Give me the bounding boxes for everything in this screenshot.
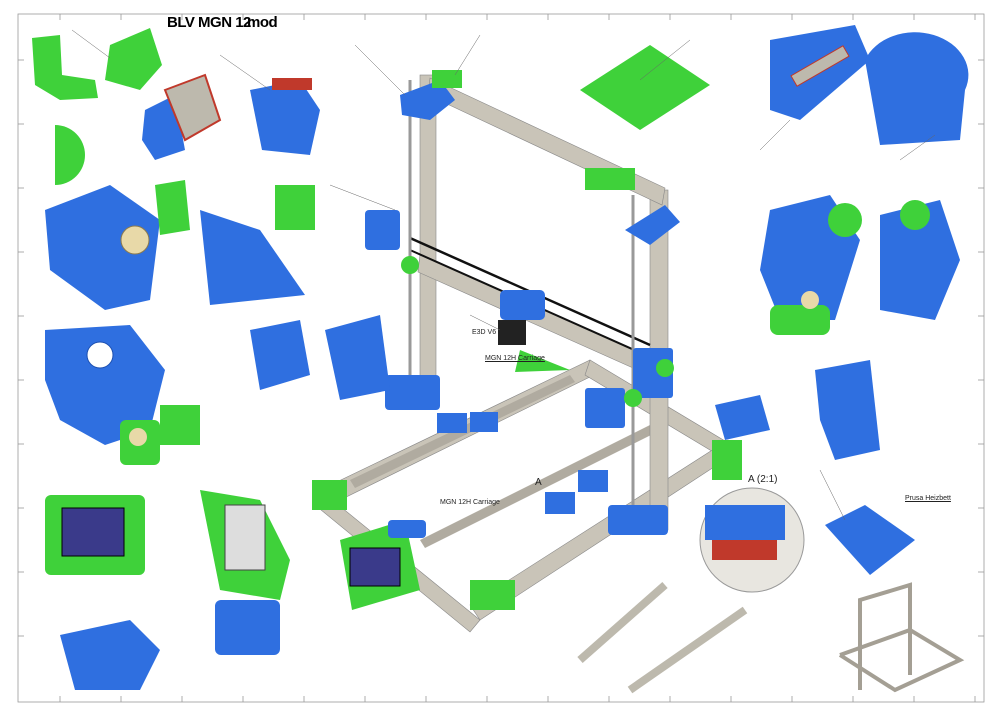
hotend-fan — [498, 320, 526, 345]
detail-a-marker: A — [535, 477, 542, 488]
detail-a-label: A (2:1) — [748, 474, 778, 485]
border-ticks — [18, 14, 984, 702]
part-green-gear-2 — [900, 200, 930, 230]
frame-bracket — [365, 210, 400, 250]
part-green-bracket — [32, 35, 98, 100]
z-motor-mount-left — [385, 375, 440, 410]
detail-a-carriage — [705, 505, 785, 540]
part-green-base — [770, 305, 830, 335]
y-carriage-label: MGN 12H Carriage — [440, 499, 500, 506]
part-green-gear — [828, 203, 862, 237]
part-blue-motor-mount — [45, 325, 165, 445]
parts-left — [32, 28, 390, 690]
sheet-border — [17, 13, 985, 703]
leader-lines — [71, 29, 936, 521]
part-green-mount — [105, 28, 162, 90]
z-motor-mount-right — [608, 505, 668, 535]
display-screen — [349, 547, 401, 587]
part-rail — [790, 45, 850, 87]
part-blue-fan-duct — [60, 620, 160, 690]
part-blue-extruder-plate — [865, 32, 969, 145]
top-corner-left — [400, 80, 455, 120]
y-rail-2 — [420, 420, 665, 548]
drawing-title-suffix: mod — [247, 14, 278, 31]
corner-front — [312, 480, 347, 510]
part-green-plate — [580, 45, 710, 130]
part-red-rail — [272, 78, 312, 90]
part-blue-x-end — [45, 185, 160, 310]
part-blue-x-carriage — [250, 80, 320, 155]
display-bracket — [388, 520, 426, 538]
loose-rail-2 — [627, 606, 748, 694]
heatbed-label: Prusa Heizbett — [905, 495, 951, 502]
part-blue-bracket-2 — [325, 315, 390, 400]
part-green-z-end — [160, 405, 200, 445]
top-corner-right — [625, 205, 680, 245]
z-column-left — [419, 74, 437, 401]
loose-rail-1 — [577, 582, 668, 663]
part-green-tensioner — [275, 185, 315, 230]
part-display-pcb — [224, 504, 266, 571]
x-carriage — [500, 290, 545, 320]
part-blue-endstop-holder — [815, 360, 880, 460]
y-carriage-4 — [578, 470, 608, 492]
part-brass-nut-2 — [129, 428, 147, 446]
y-carriage-3 — [545, 492, 575, 514]
part-rail-block — [163, 73, 222, 142]
motor-hole — [86, 341, 114, 369]
part-display-screen — [61, 507, 125, 557]
corner-right — [712, 440, 742, 480]
x-end-knob — [656, 359, 674, 377]
part-blue-wedge — [200, 210, 305, 305]
top-plate-right — [585, 168, 635, 190]
y-carriage-1 — [437, 413, 467, 433]
part-blue-clamp — [215, 600, 280, 655]
y-motor-mount — [585, 388, 625, 428]
printer-frame — [312, 70, 742, 633]
z-nut-left — [401, 256, 419, 274]
part-green-clamp — [155, 180, 190, 235]
z-frame-small — [838, 582, 965, 693]
bed-center-triangle — [515, 350, 570, 372]
part-brass-insert — [801, 291, 819, 309]
part-green-half-disc — [55, 125, 85, 185]
part-blue-extruder-2 — [880, 200, 960, 320]
z-nut-right — [624, 389, 642, 407]
part-blue-bracket-small — [250, 320, 310, 390]
top-plate-left — [432, 70, 462, 88]
corner-bottom — [470, 580, 515, 610]
x-carriage-label: MGN 12H Carriage — [485, 355, 545, 362]
part-blue-heatbed-mount — [825, 505, 915, 575]
part-blue-bracket-3 — [715, 395, 770, 440]
parts-right — [577, 25, 969, 694]
part-brass-nut — [120, 225, 150, 255]
drawing-title: BLV MGN 12 — [167, 14, 251, 31]
hotend-label: E3D V6 — [472, 329, 497, 336]
detail-a-block — [712, 540, 777, 560]
y-carriage-2 — [470, 412, 498, 432]
